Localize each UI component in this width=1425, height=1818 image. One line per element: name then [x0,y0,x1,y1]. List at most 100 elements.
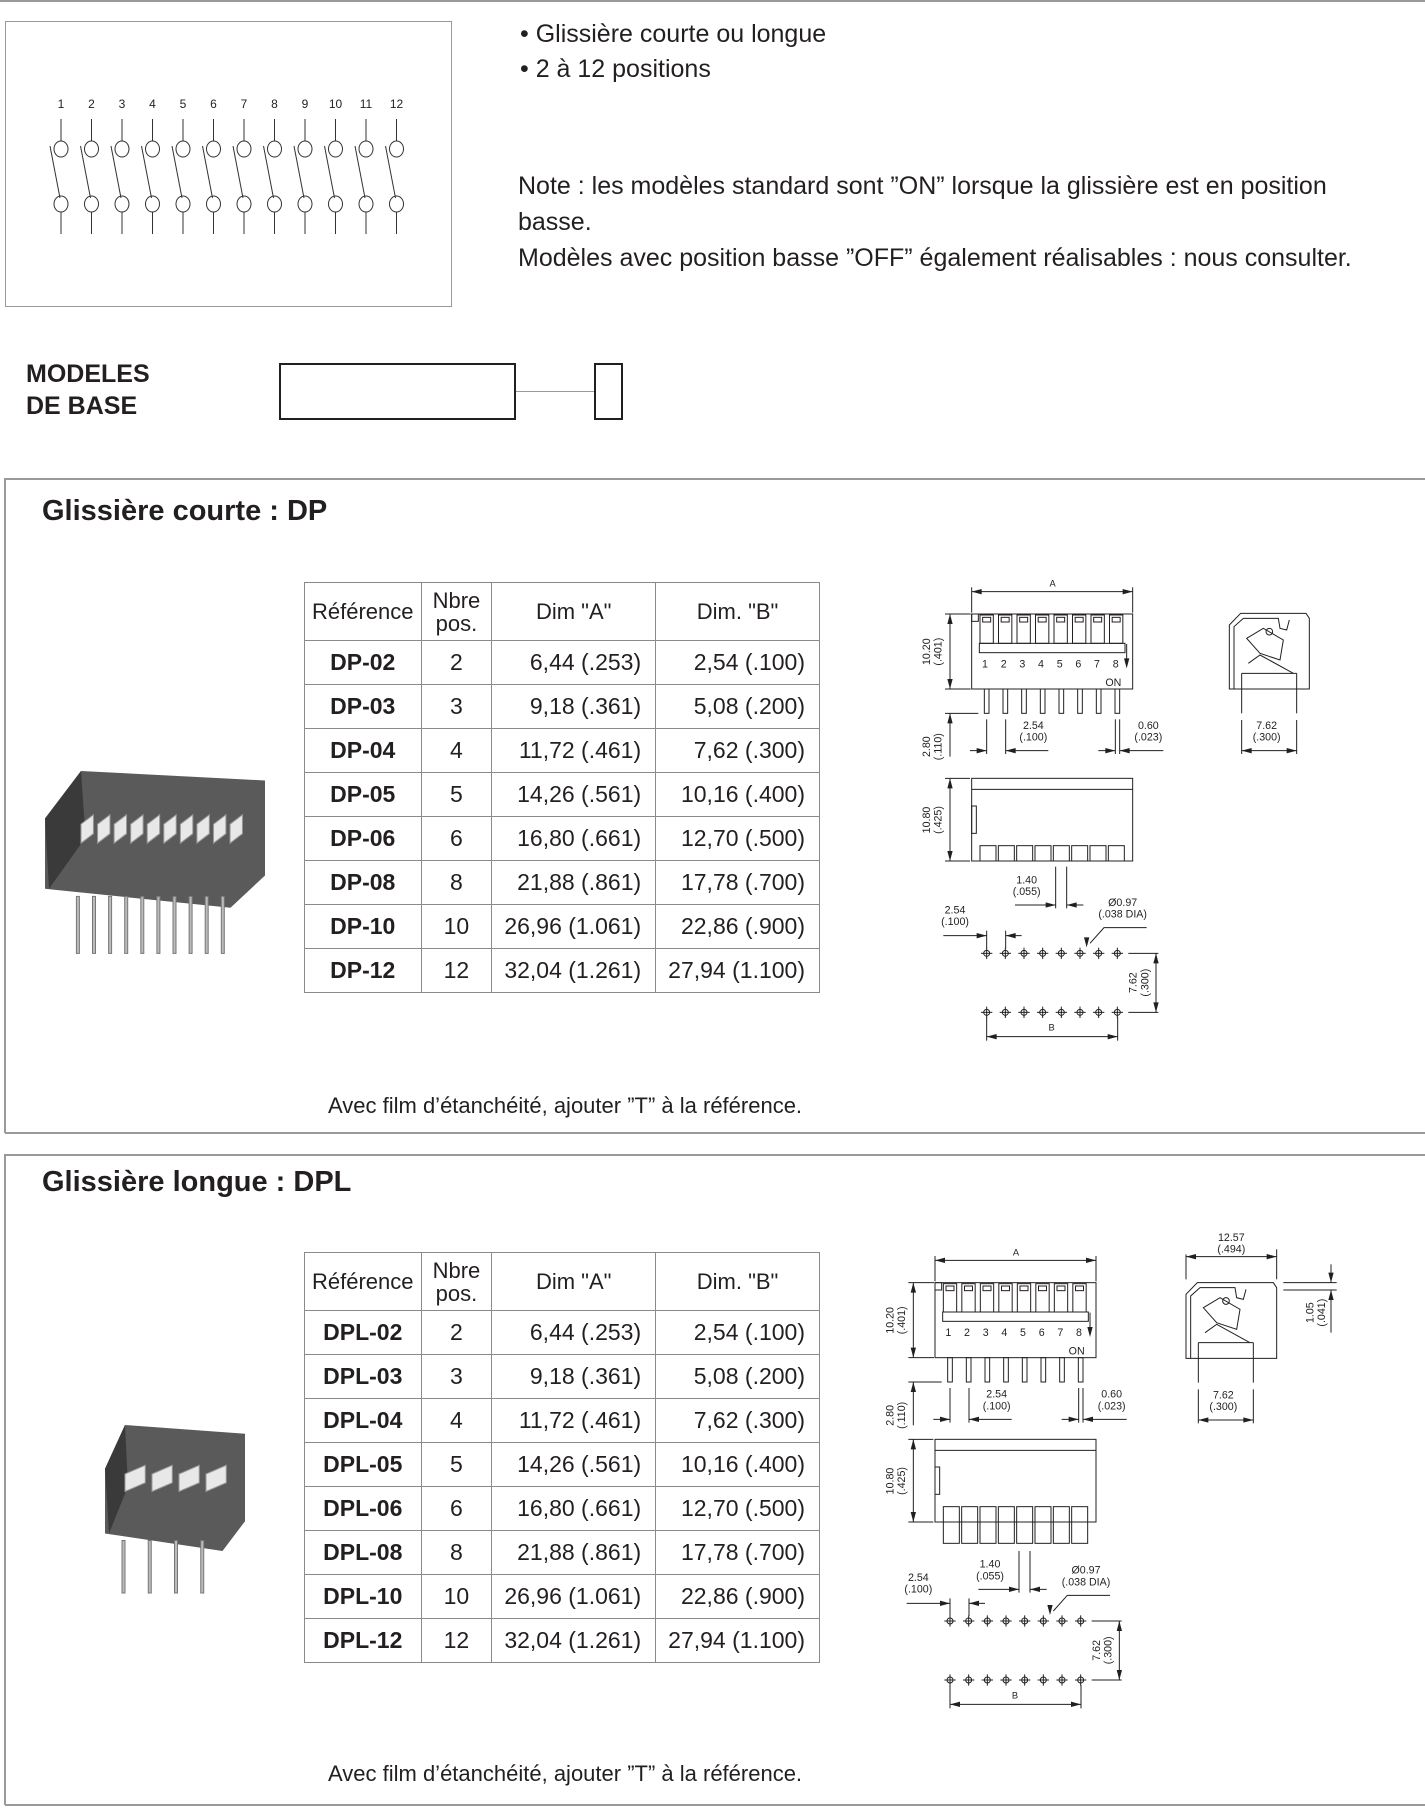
section-title-dpl: Glissière longue : DPL [42,1166,352,1198]
switch-contact [267,140,282,158]
slider-window [1053,614,1068,644]
slider-key [97,813,111,845]
pin-number: 8 [1113,658,1119,670]
switch-pin [204,895,209,954]
slider-key [205,1464,227,1493]
dimension-arrow [947,713,953,724]
slider-tooth [1034,845,1052,862]
pin [984,1357,991,1383]
reference-cell: DP-02 [304,640,422,685]
slider-window [1035,614,1050,644]
slider-window [1035,1283,1050,1313]
dim-b-cell: 10,16 (.400) [655,1442,820,1487]
reference-cell: DP-08 [304,860,422,905]
switch-pin [147,1540,152,1594]
dimension-label: (.300) [1139,969,1151,997]
dimension-arrow [1084,937,1090,948]
dimension-label: 0.60 [1138,720,1159,732]
section-rule [5,1154,1425,1156]
top-view-body [934,1282,1097,1359]
slider-key [113,813,128,845]
pin [1039,688,1046,714]
pin-number: 8 [1076,1327,1082,1339]
switch-pin [140,895,145,954]
dimension-arrow [947,851,953,861]
slider-key [130,813,144,845]
dim-a-cell: 14,26 (.561) [491,772,657,817]
dimension-arrow [940,1416,950,1422]
switch-contact [297,140,313,158]
body-notch [971,805,977,834]
dim-b-cell: 17,78 (.700) [655,860,820,905]
schematic-number: 11 [360,97,373,111]
on-label: ON [1069,1346,1085,1358]
slider-tooth [942,1506,960,1544]
slider-window [1016,1283,1032,1313]
dim-b-cell: 7,62 (.300) [655,1398,820,1443]
pin [1021,1357,1028,1383]
dimension-arrow [947,614,953,624]
dimension-label: 10.20 [884,1307,896,1334]
dimension-arrow [910,1382,916,1392]
dimension-label: (.425) [896,1467,908,1495]
schematic-number: 3 [119,97,126,111]
on-label: ON [1105,677,1121,689]
slider-tooth [1107,845,1125,862]
switch-contact [84,195,99,213]
top-view-body [971,613,1134,690]
column-header-dimA: Dim "A" [491,1252,657,1311]
slider-window [998,1283,1013,1313]
positions-cell: 2 [420,1310,493,1355]
dimension-label: 1.40 [980,1559,1001,1571]
dimension-arrow [1066,902,1077,908]
side-view-body [1185,1282,1278,1359]
dimension-label: (.401) [933,638,945,666]
slider-window [1109,614,1124,644]
pin-number: 3 [1019,658,1025,670]
dim-a-cell: 21,88 (.861) [491,1530,657,1575]
positions-cell: 10 [420,904,493,949]
schematic-number: 5 [180,97,187,111]
dim-b-cell: 22,86 (.900) [655,904,820,949]
switch-pin [172,895,177,954]
dimension-arrow [1107,1034,1118,1040]
dimension-label: Ø0.97 [1108,897,1137,909]
dimension-arrow [1186,1254,1196,1260]
slider-key [124,1464,146,1493]
feature-bullet: • Glissière courte ou longue [520,20,827,48]
dimension-label: (.425) [933,806,945,834]
column-header-line: pos. [435,610,478,636]
top-rule [0,0,1425,2]
switch-body [45,771,265,908]
pin [1114,688,1121,714]
switch-lever [293,145,305,199]
slider-key [179,813,194,845]
dimension-label: (.110) [933,733,945,760]
side-view-body [1228,612,1310,690]
dpl-switch-photo [105,1425,245,1594]
body-notch [934,1282,943,1291]
slider-tooth [1016,845,1034,862]
positions-cell: 3 [420,1354,493,1399]
body-notch [934,1466,941,1495]
switch-pin [220,895,225,954]
dim-a-cell: 26,96 (1.061) [491,1574,657,1619]
reference-connector [516,391,594,392]
dimension-label: 1.40 [1016,874,1037,886]
positions-cell: 10 [420,1574,493,1619]
switch-contact [389,140,404,158]
slider-knob [1037,616,1047,623]
slider-tooth [979,1506,997,1544]
pin-number: 7 [1094,658,1100,670]
switch-contact [297,195,313,213]
pin [1059,1357,1065,1383]
slider-tooth [1052,1506,1070,1544]
dimension-label: (.300) [1253,732,1281,744]
